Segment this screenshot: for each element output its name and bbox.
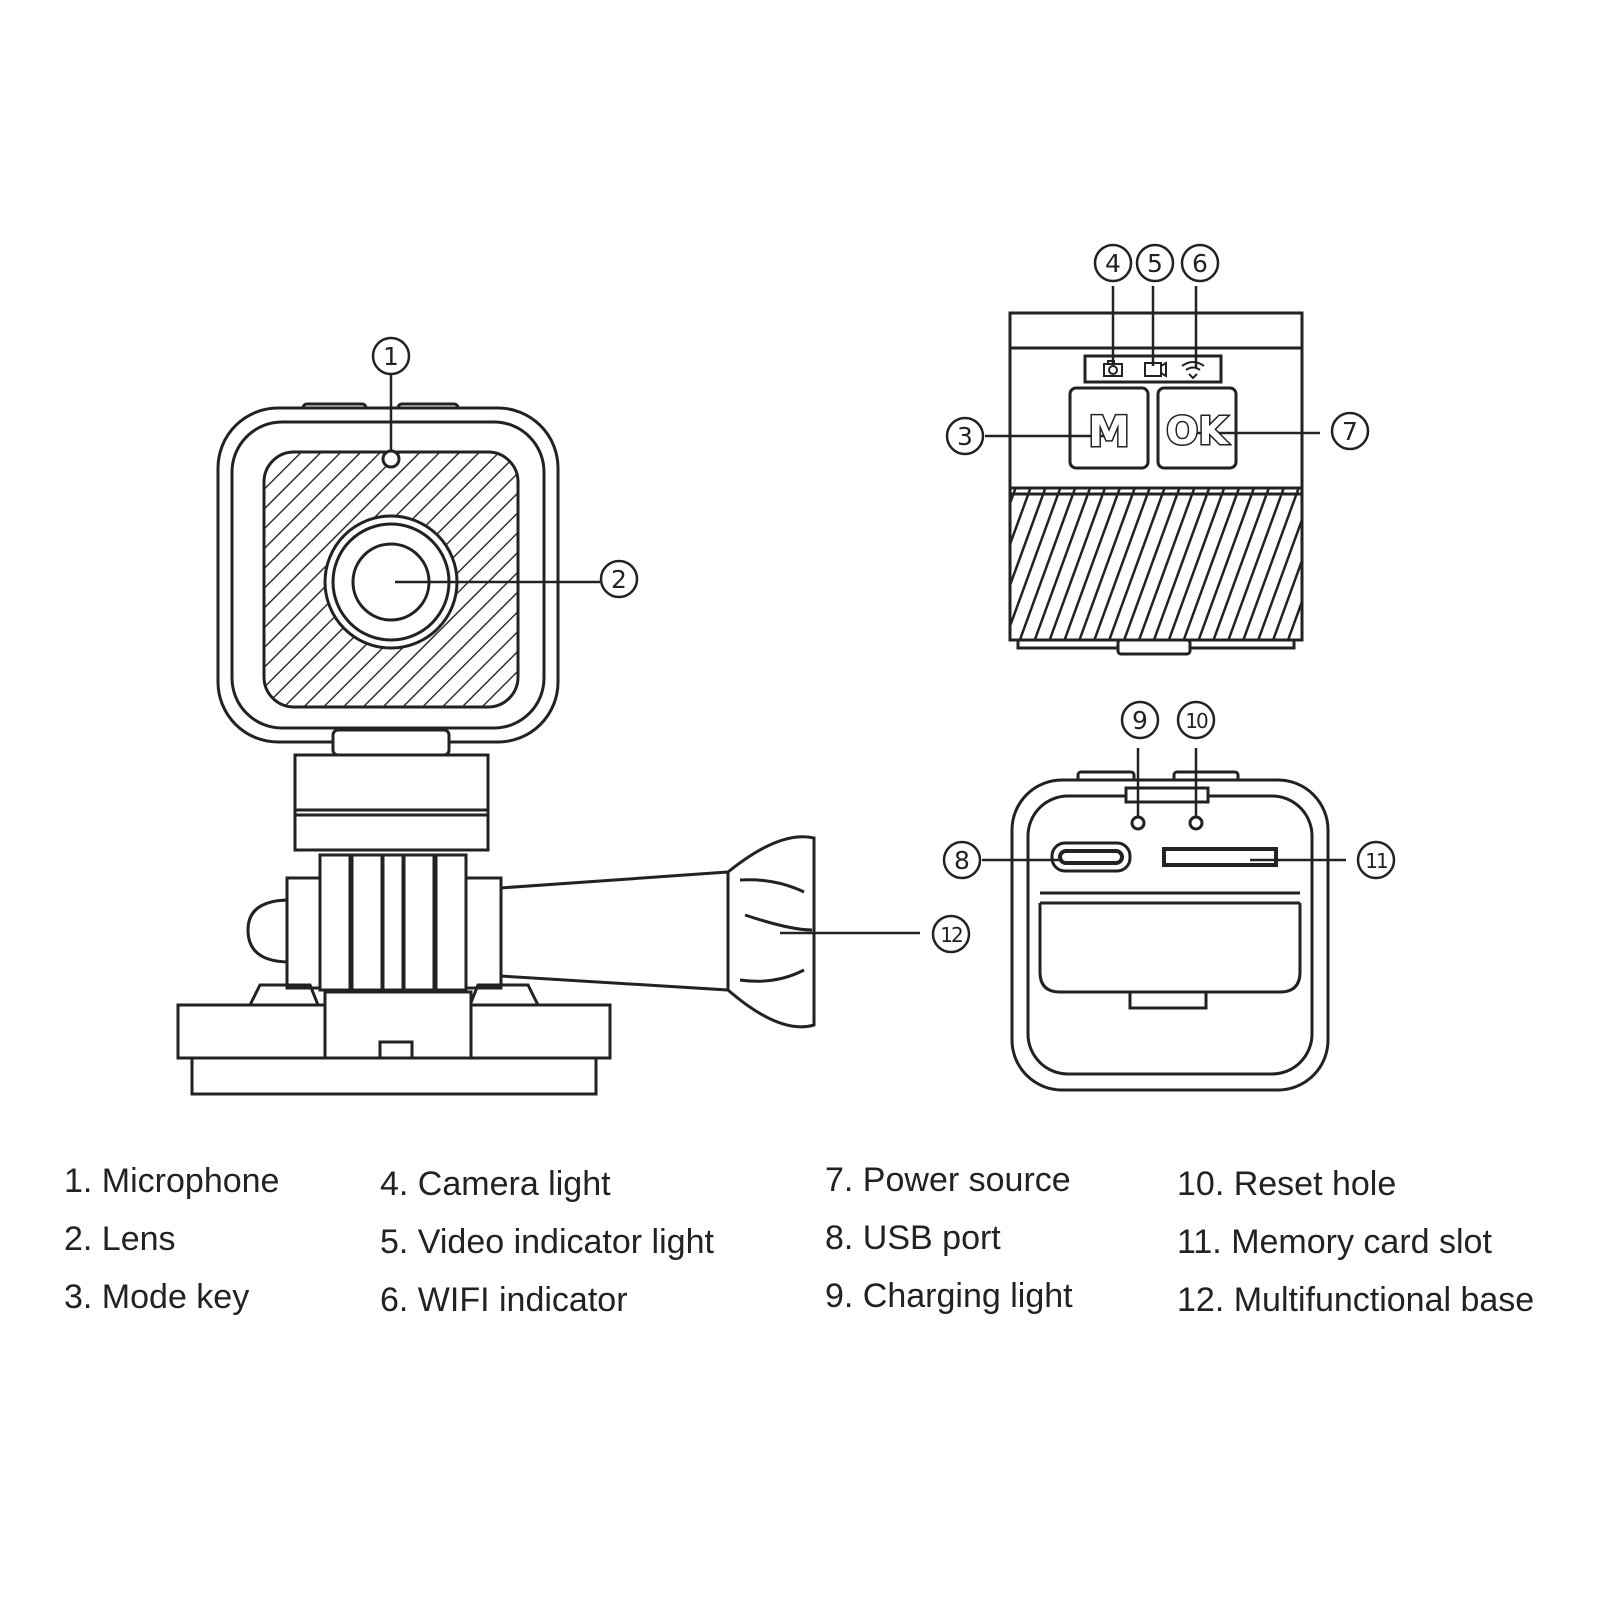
callout-1: 1 <box>371 336 411 376</box>
microphone-hole <box>381 449 401 469</box>
leader-lines <box>389 286 1346 935</box>
callout-6: 6 <box>1180 243 1220 283</box>
bottom-tab <box>331 728 451 757</box>
svg-text:2: 2 <box>611 565 627 594</box>
top-view-lid <box>1008 311 1304 350</box>
front-view <box>176 402 816 1096</box>
ridged-barrel <box>1008 486 1304 642</box>
callout-9: 9 <box>1120 700 1160 740</box>
svg-text:7: 7 <box>1342 417 1358 446</box>
svg-text:11: 11 <box>1365 849 1387 873</box>
svg-text:1: 1 <box>383 342 399 371</box>
callout-10: 10 <box>1176 700 1216 740</box>
reset-hole <box>1188 815 1204 831</box>
callout-12: 12 <box>931 914 971 954</box>
callout-4: 4 <box>1093 243 1133 283</box>
svg-text:6: 6 <box>1192 249 1208 278</box>
svg-text:5: 5 <box>1147 249 1163 278</box>
callout-2: 2 <box>599 559 639 599</box>
wifi-icon <box>1181 361 1205 380</box>
back-view <box>1010 770 1330 1092</box>
ok-key-label: OK <box>1166 409 1229 453</box>
callouts: 1 2 3 4 5 6 7 8 <box>371 243 1396 954</box>
callout-7: 7 <box>1330 411 1370 451</box>
callout-5: 5 <box>1135 243 1175 283</box>
callout-3: 3 <box>945 416 985 456</box>
callout-8: 8 <box>942 840 982 880</box>
neck-lower <box>293 808 490 852</box>
neck-upper <box>293 753 490 812</box>
side-knob <box>246 898 292 964</box>
svg-text:4: 4 <box>1105 249 1121 278</box>
svg-text:9: 9 <box>1132 706 1148 735</box>
mode-key <box>1068 386 1150 470</box>
screw-arm <box>498 870 730 992</box>
screw-knob <box>726 835 816 1029</box>
memory-card-slot <box>1162 847 1278 867</box>
svg-text:10: 10 <box>1185 709 1208 733</box>
svg-text:12: 12 <box>940 923 962 947</box>
svg-text:3: 3 <box>957 422 973 451</box>
back-body-outer <box>1010 778 1330 1092</box>
top-view <box>1008 311 1304 656</box>
callout-11: 11 <box>1356 840 1396 880</box>
camera-body-inner <box>230 420 546 730</box>
charging-light-hole <box>1130 815 1146 831</box>
mode-key-label: M <box>1088 407 1130 456</box>
svg-text:8: 8 <box>954 846 970 875</box>
ok-key <box>1156 386 1238 470</box>
